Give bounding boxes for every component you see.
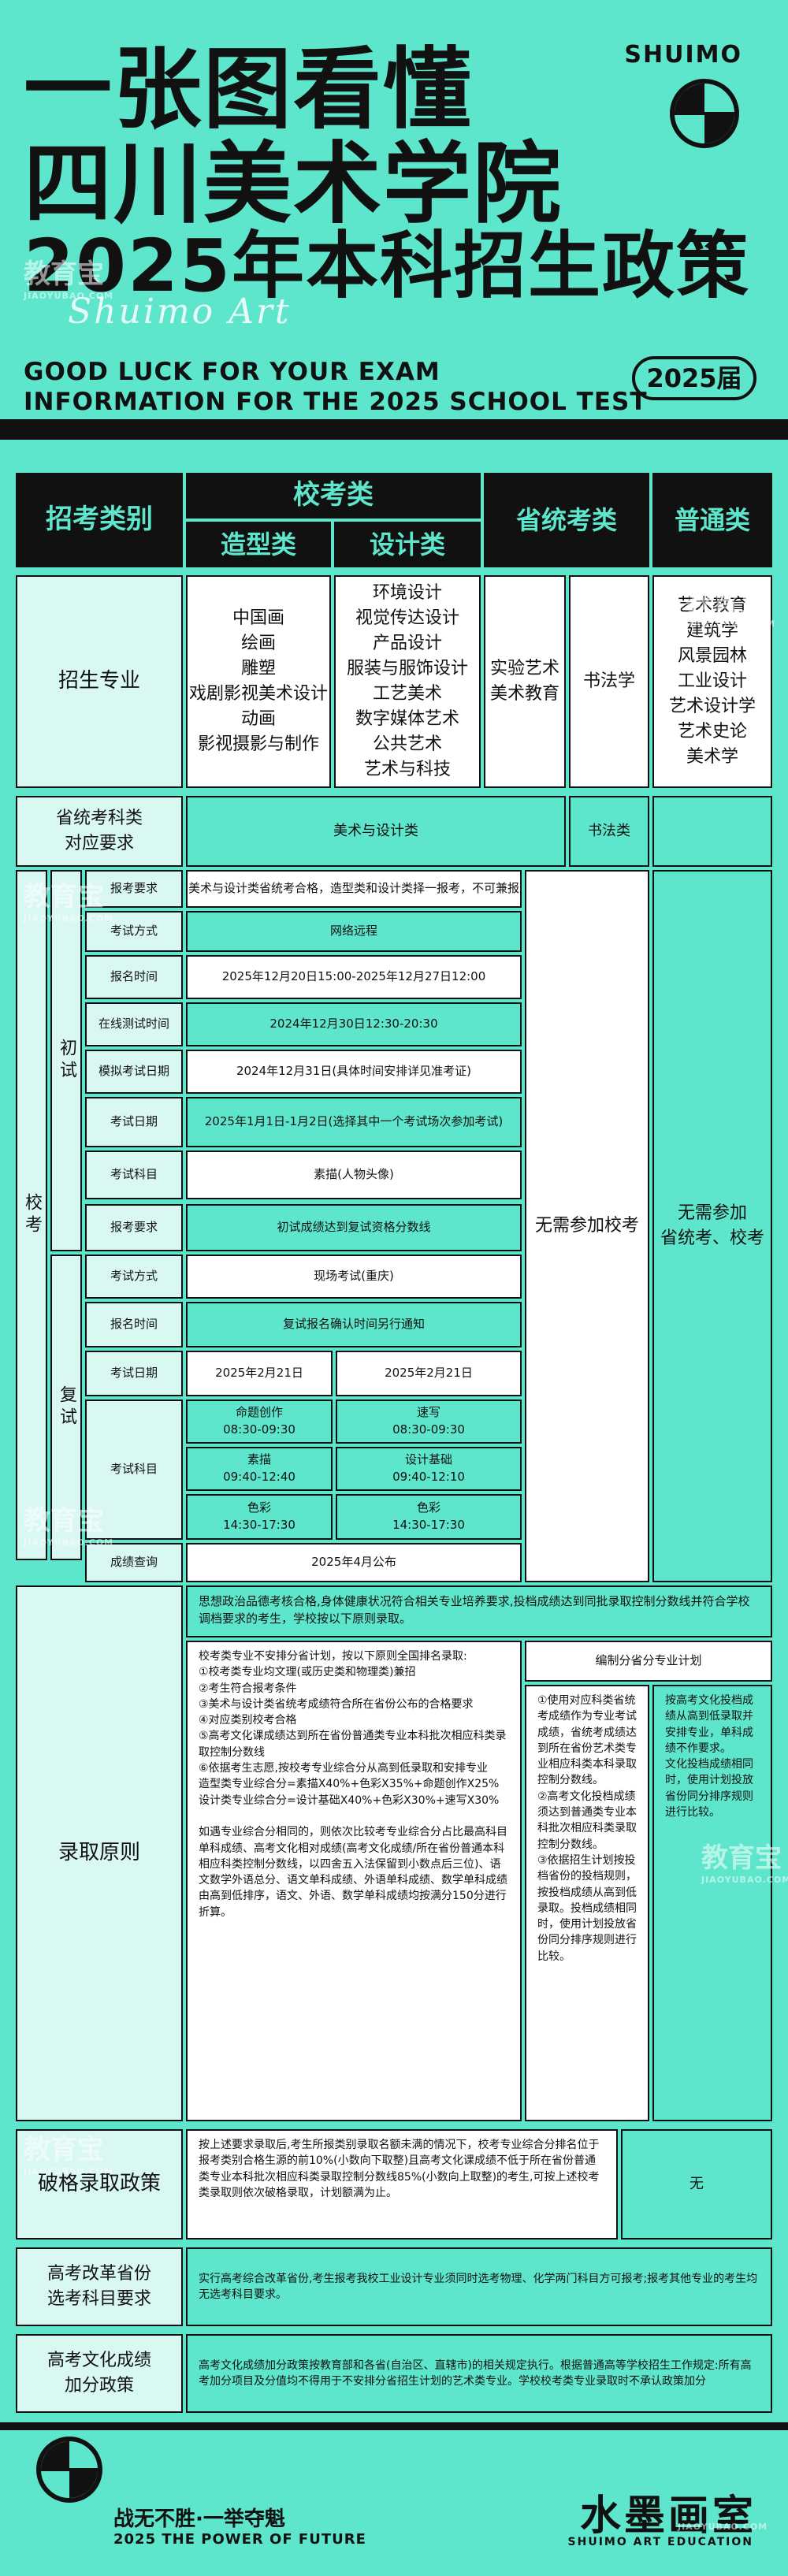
re-value-result: 2025年4月公布 bbox=[186, 1543, 522, 1582]
init-label-register: 报名时间 bbox=[85, 955, 183, 999]
re-subject-design-3: 色彩 14:30-17:30 bbox=[336, 1494, 522, 1540]
init-value-online-test: 2024年12月30日12:30-20:30 bbox=[186, 1002, 522, 1046]
brand-name: SHUIMO bbox=[624, 41, 742, 69]
footer-divider bbox=[0, 2422, 788, 2430]
re-subject-design-2: 设计基础 09:40-12:10 bbox=[336, 1447, 522, 1491]
divider-band bbox=[0, 419, 788, 440]
title-line-1: 一张图看懂 bbox=[24, 39, 473, 141]
title-line-3: 2025年本科招生政策 bbox=[24, 224, 751, 308]
label-initial-test: 初试 bbox=[50, 870, 82, 1251]
footer-slogan-en: 2025 THE POWER OF FUTURE bbox=[113, 2531, 366, 2548]
re-value-exam-date-modeling: 2025年2月21日 bbox=[186, 1351, 333, 1396]
admission-general-category-rule: 按高考文化投档成绩从高到低录取并安排专业，单科成绩不作要求。 文化投档成绩相同时… bbox=[652, 1685, 772, 2121]
re-label-register: 报名时间 bbox=[85, 1302, 183, 1347]
init-value-subject: 素描(人物头像) bbox=[186, 1150, 522, 1199]
init-label-online-test: 在线测试时间 bbox=[85, 1002, 183, 1046]
admission-general-rule: 思想政治品德考核合格,身体健康状况符合相关专业培养要求,投档成绩达到同批录取控制… bbox=[186, 1585, 772, 1637]
brand-logo-icon bbox=[670, 79, 739, 148]
header-school-exam: 校考类 bbox=[186, 473, 481, 519]
re-label-result: 成绩查询 bbox=[85, 1543, 183, 1582]
no-school-exam-cell: 无需参加校考 bbox=[525, 870, 649, 1582]
row-label-school-exam: 校考 bbox=[16, 870, 47, 1560]
init-label-method: 考试方式 bbox=[85, 911, 183, 952]
majors-general: 艺术教育 建筑学 风景园林 工业设计 艺术设计学 艺术史论 美术学 bbox=[652, 575, 772, 788]
header-design: 设计类 bbox=[334, 522, 481, 567]
edition-badge: 2025届 bbox=[632, 356, 756, 400]
admission-school-exam-rule: 校考类专业不安排分省计划，按以下原则全国排名录取: ①校考类专业均文理(或历史类… bbox=[186, 1641, 522, 2121]
no-exam-general-cell: 无需参加 省统考、校考 bbox=[652, 870, 772, 1582]
prov-req-calligraphy: 书法类 bbox=[569, 796, 649, 867]
re-value-requirement: 初试成绩达到复试资格分数线 bbox=[186, 1204, 522, 1251]
script-signature: Shuimo Art bbox=[68, 292, 292, 332]
row-label-admission: 录取原则 bbox=[16, 1585, 183, 2121]
prov-req-general-empty bbox=[652, 796, 772, 867]
majors-provincial-2: 书法学 bbox=[569, 575, 649, 788]
re-subject-modeling-2: 素描 09:40-12:40 bbox=[186, 1447, 333, 1491]
header-category: 招考类别 bbox=[16, 473, 183, 567]
majors-provincial-1: 实验艺术 美术教育 bbox=[484, 575, 566, 788]
row-label-provincial-req: 省统考科类 对应要求 bbox=[16, 796, 183, 867]
footer-slogan: 战无不胜·一举夺魁 bbox=[113, 2507, 285, 2531]
row-label-reform: 高考改革省份 选考科目要求 bbox=[16, 2247, 183, 2326]
row-label-break: 破格录取政策 bbox=[16, 2129, 183, 2240]
break-policy-text: 按上述要求录取后,考生所报类别录取名额未满的情况下，校考专业综合分排名位于报考类… bbox=[186, 2129, 618, 2240]
init-value-requirement: 美术与设计类省统考合格，造型类和设计类择一报考，不可兼报 bbox=[186, 870, 522, 908]
init-label-subject: 考试科目 bbox=[85, 1150, 183, 1199]
re-subject-modeling-1: 命题创作 08:30-09:30 bbox=[186, 1400, 333, 1444]
row-label-major: 招生专业 bbox=[16, 575, 183, 788]
re-label-method: 考试方式 bbox=[85, 1255, 183, 1299]
reform-text: 实行高考综合改革省份,考生报考我校工业设计专业须同时选考物理、化学两门科目方可报… bbox=[186, 2247, 772, 2326]
init-value-method: 网络远程 bbox=[186, 911, 522, 952]
break-policy-none: 无 bbox=[621, 2129, 772, 2240]
footer-brand-en: SHUIMO ART EDUCATION bbox=[567, 2536, 753, 2548]
subtitle-en-2: INFORMATION FOR THE 2025 SCHOOL TEST bbox=[24, 388, 648, 416]
row-label-bonus: 高考文化成绩 加分政策 bbox=[16, 2334, 183, 2413]
footer-logo-icon bbox=[36, 2437, 102, 2503]
watermark: JIAOYUBAO.COM bbox=[678, 2522, 768, 2532]
header-provincial: 省统考类 bbox=[484, 473, 649, 567]
init-label-requirement: 报考要求 bbox=[85, 870, 183, 908]
re-label-exam-date: 考试日期 bbox=[85, 1351, 183, 1396]
init-label-mock-date: 模拟考试日期 bbox=[85, 1050, 183, 1094]
majors-modeling: 中国画 绘画 雕塑 戏剧影视美术设计 动画 影视摄影与制作 bbox=[186, 575, 331, 788]
header-general: 普通类 bbox=[652, 473, 772, 567]
re-value-register: 复试报名确认时间另行通知 bbox=[186, 1302, 522, 1347]
init-label-exam-date: 考试日期 bbox=[85, 1097, 183, 1147]
label-retest: 复试 bbox=[50, 1255, 82, 1560]
init-value-mock-date: 2024年12月31日(具体时间安排详见准考证) bbox=[186, 1050, 522, 1094]
re-label-subject: 考试科目 bbox=[85, 1400, 183, 1540]
re-label-requirement: 报考要求 bbox=[85, 1204, 183, 1251]
subtitle-en-1: GOOD LUCK FOR YOUR EXAM bbox=[24, 358, 440, 386]
re-value-method: 现场考试(重庆) bbox=[186, 1255, 522, 1299]
re-subject-design-1: 速写 08:30-09:30 bbox=[336, 1400, 522, 1444]
admission-plan-title: 编制分省分专业计划 bbox=[525, 1641, 772, 1682]
footer-brand: 水墨画室 bbox=[579, 2492, 756, 2540]
init-value-exam-date: 2025年1月1日-1月2日(选择其中一个考试场次参加考试) bbox=[186, 1097, 522, 1147]
re-subject-modeling-3: 色彩 14:30-17:30 bbox=[186, 1494, 333, 1540]
header-modeling: 造型类 bbox=[186, 522, 331, 567]
admission-provincial-rule: ①使用对应科类省统考成绩作为专业考试成绩，省统考成绩达到所在省份艺术类专业相应科… bbox=[525, 1685, 649, 2121]
init-value-register: 2025年12月20日15:00-2025年12月27日12:00 bbox=[186, 955, 522, 999]
majors-design: 环境设计 视觉传达设计 产品设计 服装与服饰设计 工艺美术 数字媒体艺术 公共艺… bbox=[334, 575, 481, 788]
bonus-text: 高考文化成绩加分政策按教育部和各省(自治区、直辖市)的相关规定执行。根据普通高等… bbox=[186, 2334, 772, 2413]
prov-req-art: 美术与设计类 bbox=[186, 796, 566, 867]
re-value-exam-date-design: 2025年2月21日 bbox=[336, 1351, 522, 1396]
title-line-2: 四川美术学院 bbox=[24, 133, 563, 236]
